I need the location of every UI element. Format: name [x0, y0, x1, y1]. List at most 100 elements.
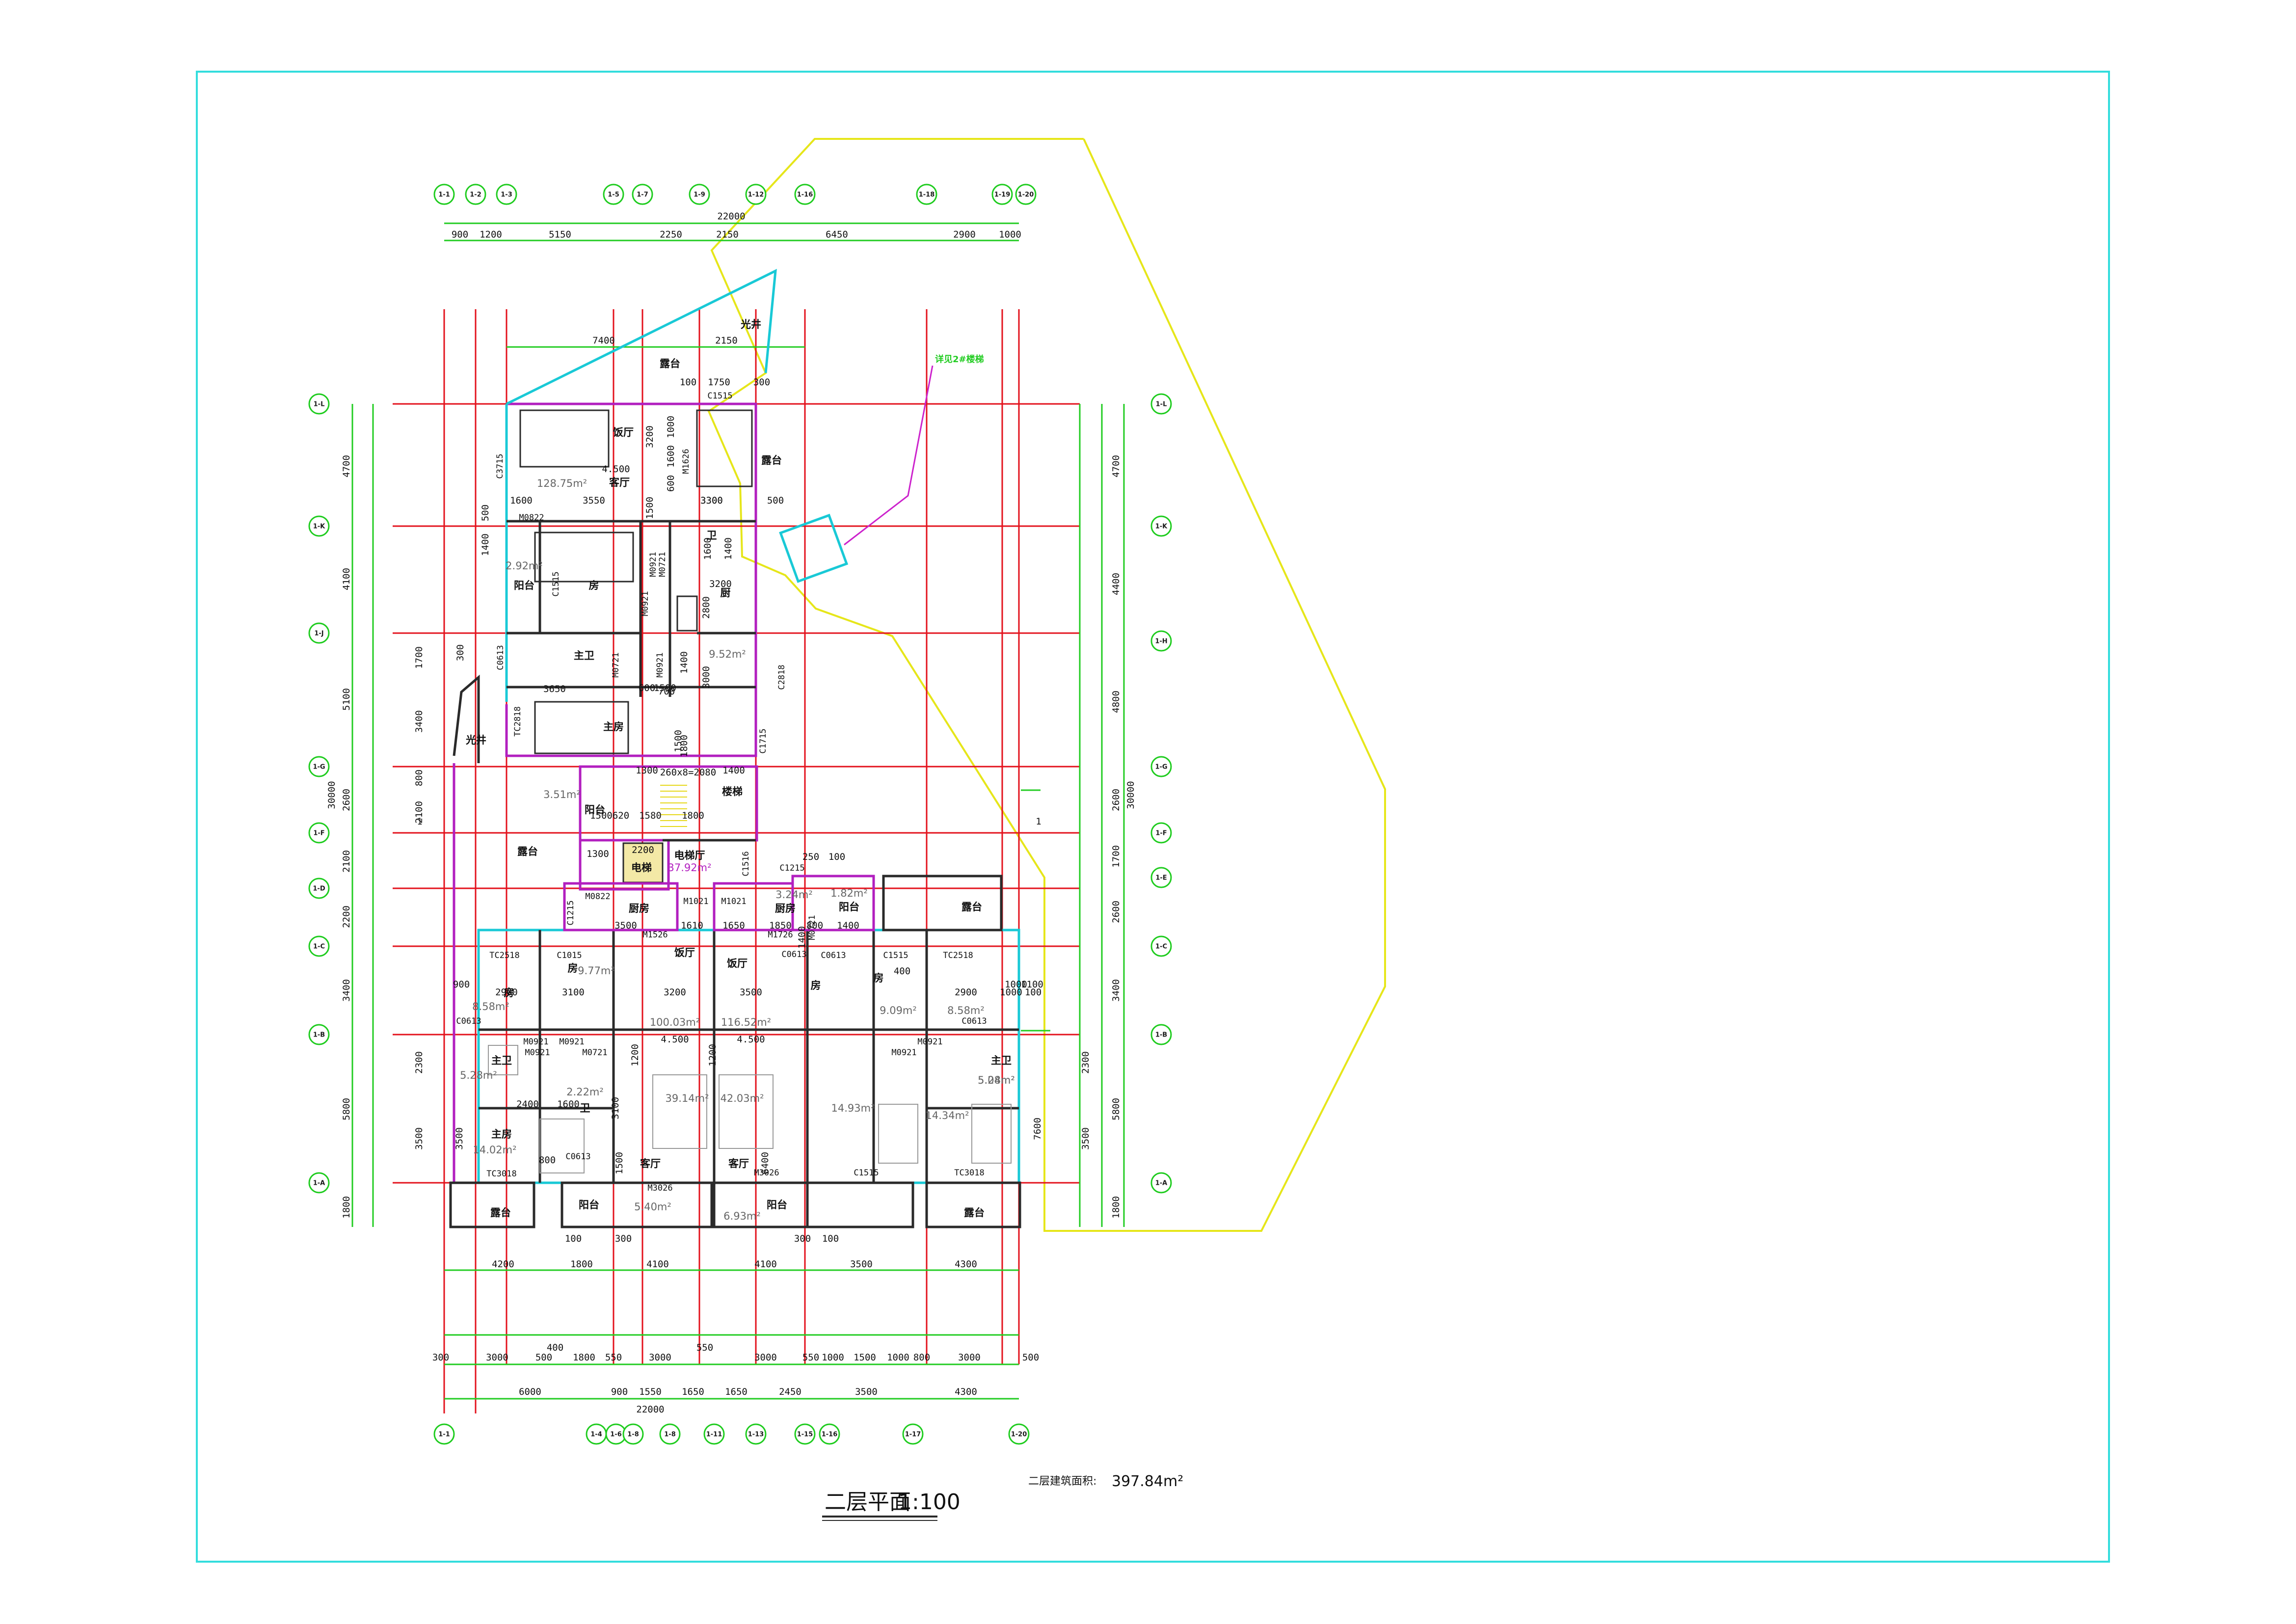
area-labels: 128.75m² 2.92m² 9.52m² 3.51m² 37.92m² 1.… — [460, 478, 1015, 1222]
axis-right-label: 1-C — [1155, 943, 1167, 951]
room-label: 露台 — [490, 1207, 511, 1219]
area-label: 3.51m² — [543, 789, 581, 800]
room-label: 卫 — [707, 530, 717, 541]
site-boundary — [707, 138, 1386, 1232]
axis-bottom-label: 1-17 — [905, 1431, 921, 1438]
bottom-dimension-row3: 1550 — [639, 1386, 662, 1397]
room-label: 光井 — [740, 319, 761, 330]
opening-code: M0921 — [648, 552, 658, 577]
opening-code: TC2518 — [489, 951, 519, 960]
plan-text: 1000 — [1005, 979, 1027, 990]
opening-code: C1515 — [854, 1168, 879, 1178]
plan-text: 1000 — [1000, 987, 1022, 998]
plan-text: 1400 — [837, 920, 859, 931]
axis-bottom-label: 1-13 — [748, 1431, 764, 1438]
axis-bottom-label: 1-8 — [627, 1431, 639, 1438]
bottom-dimension-small: 300 — [794, 1233, 811, 1244]
axis-right-label: 1-L — [1156, 401, 1167, 408]
axis-bottom-label: 1-6 — [610, 1431, 622, 1438]
bottom-dimension-row2: 300 — [432, 1352, 449, 1363]
left-dimension: 3400 — [341, 979, 352, 1002]
axis-left-label: 1-A — [313, 1180, 325, 1187]
room-label: 露台 — [761, 454, 782, 466]
room-label: 主房 — [603, 721, 624, 733]
axis-bottom-label: 1-16 — [822, 1431, 838, 1438]
right-outer-dimension: 7600 — [1032, 1118, 1043, 1140]
axis-left-label: 1-B — [313, 1032, 325, 1039]
bottom-dimension-row3: 6000 — [519, 1386, 541, 1397]
bottom-dimension-row2: 550 — [696, 1342, 713, 1353]
axis-bottom-label: 1-20 — [1011, 1431, 1027, 1438]
plan-text: 2400 — [516, 1099, 539, 1110]
left-dimension: 4700 — [341, 455, 352, 478]
inner-dimension: 2150 — [715, 335, 738, 346]
axis-bubbles-right: 1-L 1-K 1-H 1-G 1-F 1-E 1-C 1-B 1-A — [1150, 393, 1172, 1194]
plan-text: 3200 — [709, 579, 732, 589]
dimension-lines — [351, 222, 1125, 1400]
axis-left-label: 1-C — [313, 943, 325, 951]
right-dimension: 1800 — [1111, 1196, 1121, 1219]
area-label: 2.92m² — [506, 560, 543, 572]
axis-left-label: 1-K — [313, 523, 325, 531]
room-label: 阳台 — [579, 1199, 599, 1211]
axis-top-label: 1-3 — [501, 191, 512, 199]
left-dimensions: 4700 4100 5100 2600 2100 2200 3400 5800 … — [326, 455, 491, 1219]
axis-top-label: 1-9 — [694, 191, 705, 199]
inner-dimension: 3300 — [700, 495, 723, 506]
bottom-dimension: 4200 — [492, 1259, 514, 1270]
area-label: 6.93m² — [723, 1210, 761, 1222]
area-label: 14.02m² — [473, 1144, 517, 1156]
bottom-dimension: 1800 — [570, 1259, 593, 1270]
room-label: 光井 — [465, 734, 486, 746]
axis-bottom-label: 1-4 — [590, 1431, 602, 1438]
area-label: 14.93m² — [831, 1102, 875, 1114]
plan-text: 1500 — [673, 730, 684, 752]
opening-code: M0921 — [523, 1037, 548, 1047]
top-dimension: 5150 — [549, 229, 571, 240]
top-dimension: 6450 — [826, 229, 848, 240]
level-mark: 4.500 — [602, 464, 630, 475]
building-walls — [449, 402, 1021, 1228]
plan-text: 800 — [806, 920, 823, 931]
left-dimension: 1800 — [341, 1196, 352, 1219]
room-label: 主房 — [491, 1128, 512, 1140]
plan-text: 1100 — [1021, 979, 1043, 990]
plan-text: 2800 — [701, 596, 712, 619]
axis-right-label: 1-B — [1155, 1032, 1167, 1039]
opening-code: M0921 — [559, 1037, 584, 1047]
bottom-dimension: 4100 — [754, 1259, 777, 1270]
bottom-total-dimension: 22000 — [636, 1404, 664, 1415]
area-label: 128.75m² — [537, 478, 587, 489]
drawing-title: 二层平面 — [825, 1490, 911, 1515]
plan-text: 1300 — [636, 765, 658, 776]
plan-text: 1500 — [590, 810, 613, 821]
bottom-dimension-row2: 500 — [1022, 1352, 1039, 1363]
opening-code: TC3018 — [954, 1168, 984, 1178]
level-mark: 4.500 — [737, 1034, 765, 1045]
bottom-dimension-row2: 1500 — [854, 1352, 876, 1363]
plan-text: 100 — [1025, 987, 1041, 998]
opening-code: C2818 — [777, 665, 787, 690]
bottom-dimensions: 4200 1800 4100 4100 3500 4300 100 300 30… — [432, 1233, 1039, 1415]
room-label: 电梯厅 — [674, 850, 705, 861]
opening-code: M1726 — [768, 930, 793, 940]
bottom-dimension-row2: 1000 — [822, 1352, 844, 1363]
level-marks: 4.500 4.500 4.500 — [602, 464, 765, 1045]
bottom-dimension-row2: 1000 — [887, 1352, 909, 1363]
area-label: 1.82m² — [830, 887, 868, 899]
axis-right-label: 1-E — [1155, 875, 1167, 882]
room-labels: 露台 光井 饭厅 客厅 露台 阳台 房 主卫 厨 主房 光井 阳台 楼梯 露台 … — [465, 319, 1012, 1219]
plan-text: 400 — [894, 966, 910, 977]
plan-text: 3650 — [543, 684, 566, 694]
plan-text: 1300 — [587, 849, 609, 859]
room-label: 房 — [811, 980, 821, 991]
room-label: 房 — [568, 962, 578, 974]
plan-text: 3200 — [644, 426, 655, 448]
inner-dimension: 3550 — [583, 495, 605, 506]
left-dimension: 2600 — [341, 789, 352, 811]
grid-lines-vertical — [443, 309, 1020, 1413]
plan-text: 1000 — [666, 416, 676, 438]
area-label: 5.04m² — [978, 1074, 1015, 1086]
top-dimension: 2250 — [660, 229, 682, 240]
top-dimension: 2150 — [716, 229, 739, 240]
